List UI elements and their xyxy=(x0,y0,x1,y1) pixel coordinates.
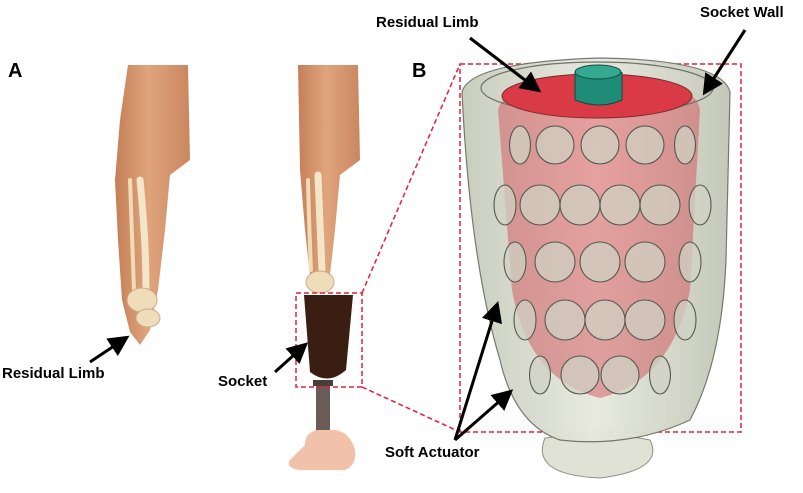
soft-actuator-pad xyxy=(560,355,600,395)
soft-actuator-pad xyxy=(673,125,696,165)
annotation-arrows xyxy=(89,29,747,442)
soft-actuator-pad xyxy=(639,184,681,226)
soft-actuator-pad xyxy=(624,241,666,283)
connector xyxy=(574,72,623,106)
soft-actuator-pad xyxy=(624,299,666,341)
soft-actuator-pad xyxy=(535,125,575,165)
soft-actuator-array xyxy=(493,125,712,395)
zoom-box-small xyxy=(295,292,363,388)
soft-actuator-pad xyxy=(688,184,712,226)
pylon xyxy=(316,382,330,434)
soft-actuator-pad xyxy=(579,241,621,283)
soft-actuator-pad xyxy=(584,299,626,341)
panel-label-b: B xyxy=(412,60,427,82)
soft-actuator-pad xyxy=(519,184,561,226)
label-residual-limb-left: Residual Limb xyxy=(2,365,105,382)
soft-actuator-pad xyxy=(648,355,671,395)
label-socket: Socket xyxy=(218,373,268,390)
soft-actuator-pad xyxy=(513,299,537,341)
prosthetic-leg-illustration xyxy=(288,65,360,470)
soft-actuator-pad xyxy=(673,299,697,341)
soft-actuator-pad xyxy=(599,184,641,226)
soft-actuator-pad xyxy=(625,125,665,165)
soft-actuator-pad xyxy=(544,299,586,341)
soft-actuator-pad xyxy=(508,125,531,165)
soft-actuator-pad xyxy=(528,355,551,395)
socket-shape xyxy=(304,295,353,379)
soft-actuator-pad xyxy=(559,184,601,226)
label-soft-actuator: Soft Actuator xyxy=(385,444,480,461)
residual-limb-leg-illustration xyxy=(115,65,190,345)
soft-actuator-pad xyxy=(600,355,640,395)
label-residual-limb-top: Residual Limb xyxy=(376,14,479,31)
soft-actuator-pad xyxy=(503,241,527,283)
prosthetic-foot xyxy=(288,430,356,470)
soft-actuator-pad xyxy=(493,184,517,226)
soft-actuator-pad xyxy=(580,125,620,165)
panel-label-a: A xyxy=(8,60,23,82)
socket-3d-model xyxy=(461,57,731,479)
label-socket-wall: Socket Wall xyxy=(700,4,784,21)
soft-actuator-pad xyxy=(678,241,702,283)
soft-actuator-pad xyxy=(534,241,576,283)
